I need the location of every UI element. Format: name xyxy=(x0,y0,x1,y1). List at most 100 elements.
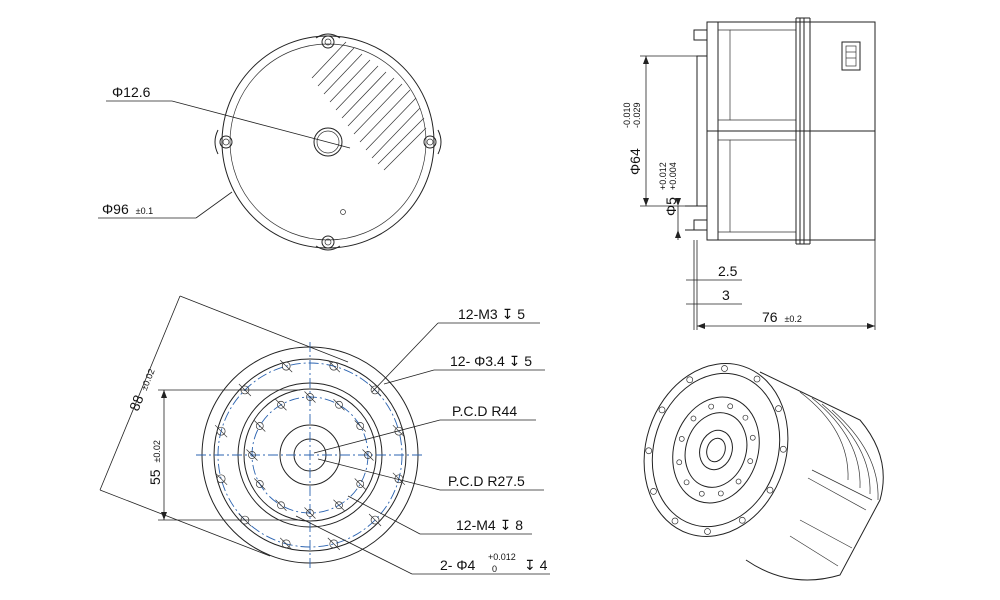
inner-dim-tolerance: ±0.02 xyxy=(152,440,162,462)
iso-flange-hole xyxy=(775,405,782,412)
pin-tol-upper: +0.012 xyxy=(658,162,668,190)
pin-tol-lower: +0.004 xyxy=(668,162,678,190)
callout-pin-tol-lower: 0 xyxy=(492,564,497,574)
inner-hole xyxy=(255,480,264,488)
outer-hole-mark xyxy=(392,424,406,438)
outer-hole xyxy=(394,426,404,436)
outer-dim-tolerance: ±0.02 xyxy=(139,367,157,392)
inner-hole-pattern xyxy=(246,391,374,519)
iso-hole xyxy=(676,459,683,466)
mount-hole xyxy=(321,235,335,249)
svg-text:12-M3 ↧ 5: 12-M3 ↧ 5 xyxy=(458,306,525,322)
isometric-hole-pattern xyxy=(645,365,787,535)
outer-hole xyxy=(329,539,339,549)
front-view: 88 ±0.02 55 ±0.02 12-M3 ↧ 5 12- Φ3.4 ↧ 5 xyxy=(99,295,550,575)
inner-hole-mark xyxy=(354,420,366,432)
callout-pin-depth: 4 xyxy=(540,557,548,573)
mount-hole xyxy=(423,135,437,149)
iso-flange-hole xyxy=(645,447,653,455)
inner-hole-mark xyxy=(254,478,266,490)
svg-text:2- Φ4: 2- Φ4 xyxy=(440,557,476,573)
iso-flange-hole xyxy=(658,406,666,414)
outer-diameter-tolerance: ±0.1 xyxy=(136,206,153,216)
svg-text:↧ 4: ↧ 4 xyxy=(524,557,548,573)
iso-flange-hole xyxy=(704,528,711,535)
top-view: Φ12.6 Φ96 ±0.1 xyxy=(98,33,442,251)
iso-hole xyxy=(698,490,705,497)
svg-text:76 ±0.2: 76 ±0.2 xyxy=(762,309,802,325)
callout-m4: 12-M4 xyxy=(456,517,496,533)
inner-hole-mark xyxy=(254,420,266,432)
outer-hole-mark xyxy=(392,472,406,486)
outer-hole xyxy=(370,515,380,525)
spigot-diameter-label: Φ64 xyxy=(627,148,643,175)
svg-text:Φ64: Φ64 xyxy=(627,148,643,175)
callout-m4-depth: 8 xyxy=(515,517,523,533)
svg-text:88 ±0.02: 88 ±0.02 xyxy=(126,365,158,413)
outer-hole xyxy=(329,361,339,371)
pcd-r27-label: P.C.D R27.5 xyxy=(448,473,525,489)
inner-hole-mark xyxy=(333,499,345,511)
inner-hole xyxy=(248,451,256,459)
dim-2-5: 2.5 xyxy=(718,263,738,279)
depth-symbol: ↧ xyxy=(500,517,512,533)
depth-symbol: ↧ xyxy=(502,306,514,322)
iso-hole xyxy=(735,478,742,485)
depth-symbol: ↧ xyxy=(509,353,521,369)
inner-dim-label: 55 xyxy=(147,469,163,485)
spigot-tol-upper: -0.010 xyxy=(622,102,632,128)
iso-flange-hole xyxy=(686,376,694,384)
svg-text:12-M4 ↧ 8: 12-M4 ↧ 8 xyxy=(456,517,523,533)
central-bore xyxy=(313,127,343,157)
inner-hole xyxy=(306,509,314,517)
callout-m3-depth: 5 xyxy=(517,306,525,322)
iso-flange-hole xyxy=(753,375,761,383)
inner-hole xyxy=(277,501,285,510)
iso-hole xyxy=(717,490,724,497)
inner-hole xyxy=(356,480,365,488)
connector xyxy=(841,41,861,71)
inner-hole-mark xyxy=(275,499,287,511)
body-grooves xyxy=(795,18,811,244)
callout-hole: 12- Φ3.4 xyxy=(450,353,505,369)
inner-hole-mark xyxy=(354,478,366,490)
outer-hole xyxy=(370,385,380,395)
inner-hole xyxy=(277,400,285,409)
iso-hole xyxy=(683,479,690,486)
iso-flange-hole xyxy=(766,486,774,494)
iso-flange-hole xyxy=(721,365,728,372)
spigot-tol-lower: -0.029 xyxy=(632,102,642,128)
side-view: Φ64 -0.010 -0.029 Φ5 +0.012 +0.004 2.5 3… xyxy=(622,17,876,330)
inner-hole xyxy=(255,422,264,430)
heat-sink-fins xyxy=(311,41,427,171)
iso-hole xyxy=(749,434,756,441)
outer-hole xyxy=(216,474,226,484)
bore-diameter-label: Φ12.6 xyxy=(112,84,151,100)
isometric-view xyxy=(643,363,884,581)
outer-hole-mark xyxy=(327,537,341,551)
outer-hole xyxy=(281,361,291,371)
iso-hole xyxy=(678,436,685,442)
iso-flange-hole xyxy=(738,516,746,524)
mount-hole xyxy=(219,135,233,149)
inner-hole xyxy=(335,501,343,510)
svg-text:55 ±0.02: 55 ±0.02 xyxy=(147,440,163,485)
iso-flange-hole xyxy=(779,445,787,453)
outer-hole-mark xyxy=(279,359,293,373)
outer-dim-label: 88 xyxy=(126,392,147,413)
iso-hole xyxy=(708,403,715,410)
inner-hole xyxy=(306,393,314,401)
iso-hole xyxy=(747,458,754,464)
inner-hole xyxy=(364,451,372,459)
pin-diameter-label: Φ5 xyxy=(663,197,679,216)
outer-hole xyxy=(281,539,291,549)
inner-hole xyxy=(356,422,365,430)
outer-hole-mark xyxy=(368,513,382,527)
svg-text:12- Φ3.4 ↧ 5: 12- Φ3.4 ↧ 5 xyxy=(450,353,532,369)
iso-flange-hole xyxy=(650,488,657,495)
callout-hole-depth: 5 xyxy=(524,353,532,369)
inner-hole-mark xyxy=(304,507,316,519)
outer-hole-mark xyxy=(214,424,228,438)
length-label: 76 xyxy=(762,309,778,325)
